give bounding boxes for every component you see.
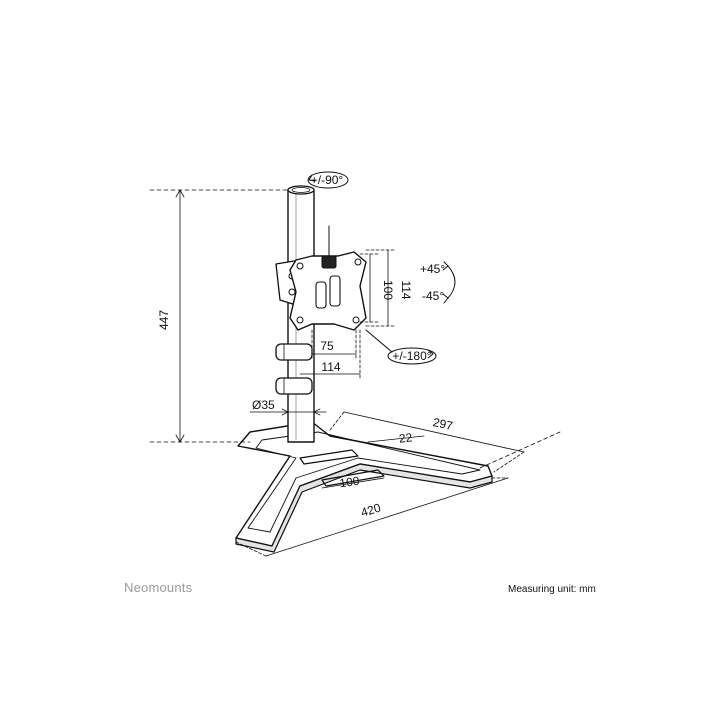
dimension-vesa-vertical	[359, 249, 397, 327]
rotation-arrow-icon	[365, 329, 437, 365]
label-pole-diameter: Ø35	[252, 398, 275, 412]
label-slot-length: 100	[339, 474, 361, 491]
label-vesa-h-large: 114	[321, 360, 340, 374]
dimension-width	[235, 477, 509, 557]
label-base-depth: 297	[432, 415, 455, 433]
dimension-height	[149, 189, 289, 443]
label-slot-width: 22	[398, 430, 413, 445]
label-base-width: 420	[359, 500, 383, 519]
vesa-plate	[289, 225, 367, 331]
label-tilt-down: -45°	[422, 289, 444, 303]
label-height: 447	[157, 310, 171, 330]
clamp-collars	[275, 343, 313, 395]
label-swivel: +/-90°	[311, 173, 344, 187]
label-tilt-up: +45°	[420, 262, 445, 276]
dimension-slot-width	[367, 435, 425, 443]
tilt-arrow-icon	[442, 261, 456, 304]
measuring-unit-note: Measuring unit: mm	[508, 584, 596, 595]
base-foot	[235, 421, 493, 553]
label-vesa-v-small: 100	[381, 280, 395, 300]
dimension-vesa-horizontal	[299, 329, 361, 381]
swivel-arrow-icon	[307, 171, 349, 189]
label-rotation: +/-180°	[392, 349, 431, 363]
label-vesa-h-small: 75	[320, 339, 334, 353]
dimension-pole-diameter	[249, 408, 327, 416]
brand-logo: Neomounts	[124, 580, 193, 595]
dimension-slot-length	[321, 477, 385, 489]
dimension-depth	[329, 411, 561, 473]
label-vesa-v-large: 114	[399, 280, 413, 299]
